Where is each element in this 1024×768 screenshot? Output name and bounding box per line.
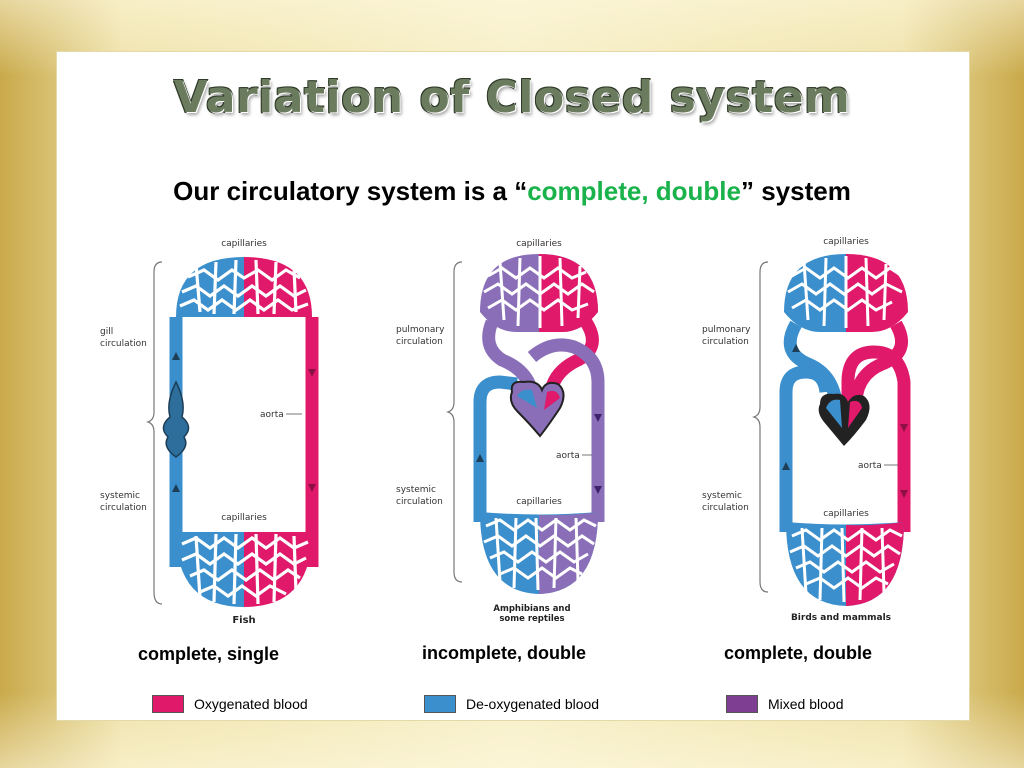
fish-heart [162, 380, 190, 458]
label-region-upper-2: circulation [702, 337, 749, 347]
pulmonary-artery [783, 320, 843, 404]
legend-oxygenated: Oxygenated blood [152, 695, 308, 713]
label-organism-2: some reptiles [499, 614, 564, 624]
label-region-lower-2: circulation [702, 503, 749, 513]
legend-label-mixed: Mixed blood [768, 696, 844, 712]
amphibian-circulation-diagram: capillaries pulmonary circulation aorta … [392, 232, 627, 632]
swatch-deoxygenated [424, 695, 456, 713]
label-region-lower-2: circulation [396, 497, 443, 507]
label-bottom-capillaries: capillaries [823, 509, 869, 519]
up-arrow-icon [172, 484, 180, 492]
slide-subtitle: Our circulatory system is a “complete, d… [0, 176, 1024, 207]
aorta-mixed [527, 338, 605, 522]
systemic-brace [153, 432, 163, 605]
systemic-vein [779, 365, 833, 532]
pulmonary-brace [446, 261, 463, 423]
swatch-mixed [726, 695, 758, 713]
down-arrow-icon [594, 414, 602, 422]
subtitle-pre: Our circulatory system is a “ [173, 176, 528, 206]
caption-mammal: complete, double [724, 643, 873, 663]
up-arrow-icon [172, 352, 180, 360]
label-top-capillaries: capillaries [221, 239, 267, 249]
label-aorta: aorta [556, 451, 580, 461]
label-region-upper-1: pulmonary [702, 325, 751, 335]
up-arrow-icon [792, 344, 800, 352]
amphibian-heart [509, 380, 565, 438]
aorta-oxygenated [841, 345, 911, 532]
label-bottom-capillaries: capillaries [516, 497, 562, 507]
down-arrow-icon [900, 490, 908, 498]
label-region-lower-2: circulation [100, 503, 147, 513]
caption-amphibian: incomplete, double [422, 643, 587, 663]
mammal-circulation-diagram: capillaries pulmonary circulation aorta … [696, 232, 931, 632]
fish-circulation-diagram: capillaries gill circulation aorta syste… [96, 232, 331, 632]
top-capillary-bed [784, 254, 908, 332]
legend-mixed: Mixed blood [726, 695, 844, 713]
label-organism: Birds and mammals [791, 613, 891, 623]
top-capillary-bed [480, 254, 598, 332]
bottom-capillary-bed [176, 532, 312, 607]
bottom-capillary-bed [480, 512, 598, 594]
label-organism-1: Amphibians and [493, 604, 570, 614]
pulmonary-vein [849, 320, 909, 401]
slide-title: Variation of Closed system [173, 72, 851, 123]
down-arrow-icon [594, 486, 602, 494]
legend-deoxygenated: De-oxygenated blood [424, 695, 599, 713]
legend-label-deoxygenated: De-oxygenated blood [466, 696, 600, 712]
down-arrow-icon [308, 369, 316, 377]
subtitle-post: ” system [741, 176, 851, 206]
label-region-upper-2: circulation [396, 337, 443, 347]
subtitle-highlight: complete, double [527, 176, 741, 206]
systemic-brace [453, 422, 463, 583]
down-arrow-icon [900, 424, 908, 432]
top-capillary-bed [176, 257, 312, 317]
up-arrow-icon [782, 462, 790, 470]
swatch-oxygenated [152, 695, 184, 713]
label-region-upper-2: circulation [100, 339, 147, 349]
gill-brace [146, 261, 163, 433]
legend-label-oxygenated: Oxygenated blood [194, 696, 308, 712]
down-arrow-icon [308, 484, 316, 492]
systemic-brace [759, 427, 769, 593]
label-bottom-capillaries: capillaries [221, 513, 267, 523]
label-top-capillaries: capillaries [516, 239, 562, 249]
up-arrow-icon [476, 454, 484, 462]
label-aorta: aorta [260, 410, 284, 420]
label-region-upper-1: pulmonary [396, 325, 445, 335]
label-region-lower-1: systemic [702, 491, 742, 501]
label-region-lower-1: systemic [100, 491, 140, 501]
pulmonary-artery [482, 319, 539, 394]
bottom-capillary-bed [786, 522, 904, 606]
label-top-capillaries: capillaries [823, 237, 869, 247]
pulmonary-brace [752, 261, 769, 428]
label-region-lower-1: systemic [396, 485, 436, 495]
systemic-vein [473, 375, 518, 522]
label-aorta: aorta [858, 461, 882, 471]
label-region-upper-1: gill [100, 327, 113, 337]
caption-fish: complete, single [138, 644, 280, 664]
mammal-heart [818, 393, 870, 446]
label-organism: Fish [232, 615, 255, 626]
